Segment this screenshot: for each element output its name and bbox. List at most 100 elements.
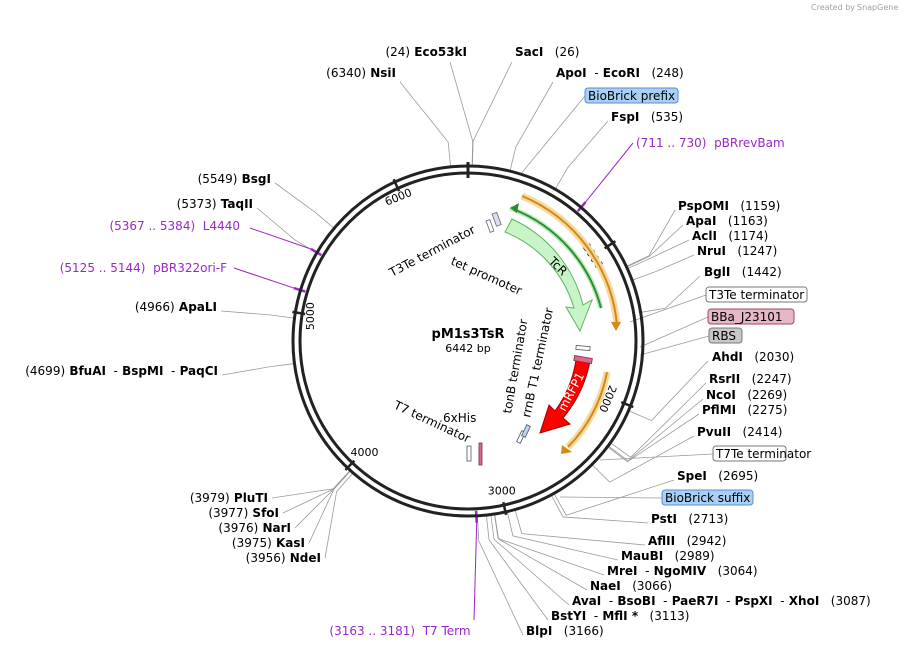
site-label-apoi-ecori: ApoI - EcoRI (248) <box>556 66 684 80</box>
tick-3000 <box>502 501 508 516</box>
leader-lines <box>220 61 714 636</box>
site-maubi-part-1: (2989) <box>663 549 714 563</box>
site-apoi-ecori-part-1: - <box>587 66 599 80</box>
site-label-sfoi: (3977) SfoI <box>208 506 279 520</box>
tick-2000 <box>620 401 634 409</box>
box-text-bba-j23101: BBa_J23101 <box>711 310 783 324</box>
leader-ahdi <box>629 360 709 422</box>
leader-fspi <box>555 120 609 189</box>
site-acli-part-0: AclI <box>692 229 717 243</box>
primer-leader-t7-term <box>473 522 478 621</box>
site-pflmi-part-1: (2275) <box>736 403 787 417</box>
box-biobrick-prefix: BioBrick prefix <box>584 87 679 104</box>
site-label-plutI: (3979) PluTI <box>190 491 268 505</box>
box-bg-rbs <box>708 327 743 344</box>
tick-1000 <box>603 240 617 250</box>
site-bstyi-part-1: - <box>586 609 598 623</box>
tick-5000 <box>292 310 306 316</box>
t7-term-glyph <box>466 445 472 462</box>
site-blpi-part-1: (3166) <box>552 624 603 638</box>
site-avai-part-6: PspXI <box>730 594 772 608</box>
site-mrei-part-0: MreI <box>607 564 637 578</box>
box-leader-biobrick-prefix <box>519 95 586 176</box>
site-nsii-part-1: NsiI <box>366 66 396 80</box>
primer-leader-pbrrevbam <box>585 142 634 203</box>
site-label-spei: SpeI (2695) <box>677 469 758 483</box>
credit-text: Created by <box>811 3 855 12</box>
site-blpi-part-0: BlpI <box>526 624 552 638</box>
site-nrui-part-1: (1247) <box>726 244 777 258</box>
leader-kasi <box>308 471 351 544</box>
plasmid-size: 6442 bp <box>445 342 490 355</box>
site-naei-part-0: NaeI <box>590 579 621 593</box>
leader-ndei <box>324 473 353 559</box>
box-bg-t3te-terminator-box <box>705 286 808 303</box>
site-eco53ki-part-1: Eco53kI <box>410 45 467 59</box>
leader-maubi <box>507 512 619 561</box>
leader-taqii <box>256 207 317 253</box>
leader-pvuii <box>592 435 695 483</box>
orange-arc-upper-core <box>521 195 618 326</box>
backbone <box>291 162 645 518</box>
site-nari-part-0: (3976) <box>218 521 258 535</box>
site-ahdi-part-1: (2030) <box>743 350 794 364</box>
site-apali-part-1: ApaLI <box>175 300 217 314</box>
site-label-bstyi: BstYI - MflI * (3113) <box>551 609 689 623</box>
site-label-psti: PstI (2713) <box>651 512 728 526</box>
terminator-glyph-b <box>521 424 531 438</box>
green-arc-head <box>510 203 519 213</box>
plasmid-name: pM1s3TsR <box>432 327 505 342</box>
feature-arcs <box>466 192 621 466</box>
leader-nari <box>294 471 351 529</box>
site-avai-part-9: (3087) <box>819 594 870 608</box>
site-label-ndei: (3956) NdeI <box>246 551 321 565</box>
site-mrei-part-2: NgoMIV <box>649 564 706 578</box>
orange-arc-lower-head <box>561 445 572 454</box>
leader-naei <box>494 514 588 591</box>
site-pflmi-part-0: PflMI <box>702 403 736 417</box>
site-spei-part-1: (2695) <box>707 469 758 483</box>
site-label-ncoi: NcoI (2269) <box>706 388 787 402</box>
site-label-apai: ApaI (1163) <box>686 214 768 228</box>
site-bsgi-part-0: (5549) <box>198 172 238 186</box>
label-6xhis: 6xHis <box>443 411 476 425</box>
primer-label-l4440: (5367 .. 5384) L4440 <box>109 219 240 233</box>
site-label-bgli: BglI (1442) <box>704 265 782 279</box>
site-sfoi-part-0: (3977) <box>208 506 248 520</box>
label-tet-promoter: tet promoter <box>449 254 524 298</box>
leader-bfuai <box>221 363 294 376</box>
primer-label-pbr322ori-f: (5125 .. 5144) pBR322ori-F <box>60 261 227 275</box>
site-nrui-part-0: NruI <box>697 244 726 258</box>
primer-leader-pbr322ori-f <box>233 267 295 289</box>
site-maubi-part-0: MauBI <box>621 549 663 563</box>
leader-eco53ki <box>449 61 474 166</box>
site-label-saci: SacI (26) <box>515 45 579 59</box>
box-bg-bba-j23101 <box>707 308 795 325</box>
site-label-taqii: (5373) TaqII <box>177 197 253 211</box>
site-label-rsrii: RsrII (2247) <box>709 372 792 386</box>
primer-range-t7-term: (3163 .. 3181) <box>329 624 415 638</box>
site-plutI-part-1: PluTI <box>230 491 268 505</box>
site-label-avai: AvaI - BsoBI - PaeR7I - PspXI - XhoI (30… <box>572 594 871 608</box>
site-label-ahdi: AhdI (2030) <box>712 350 794 364</box>
site-avai-part-1: - <box>601 594 613 608</box>
site-label-nrui: NruI (1247) <box>697 244 777 258</box>
site-bfuai-part-1: BfuAI <box>65 364 106 378</box>
mrfp1-arrow <box>539 359 591 434</box>
site-apoi-ecori-part-2: EcoRI <box>599 66 640 80</box>
site-pvuii-part-1: (2414) <box>731 425 782 439</box>
box-text-biobrick-suffix: BioBrick suffix <box>665 491 750 505</box>
site-label-mrei: MreI - NgoMIV (3064) <box>607 564 758 578</box>
leader-spei <box>554 479 675 516</box>
primer-name-l4440: L4440 <box>195 219 240 233</box>
leader-blpi <box>477 516 524 636</box>
site-label-nsii: (6340) NsiI <box>326 66 396 80</box>
leader-psti <box>551 495 649 524</box>
site-label-fspi: FspI (535) <box>611 110 683 124</box>
box-text-rbs: RBS <box>712 329 736 343</box>
leader-nsii <box>399 81 451 166</box>
site-avai-part-7: - <box>773 594 785 608</box>
leader-acli <box>628 239 690 269</box>
site-avai-part-5: - <box>718 594 730 608</box>
